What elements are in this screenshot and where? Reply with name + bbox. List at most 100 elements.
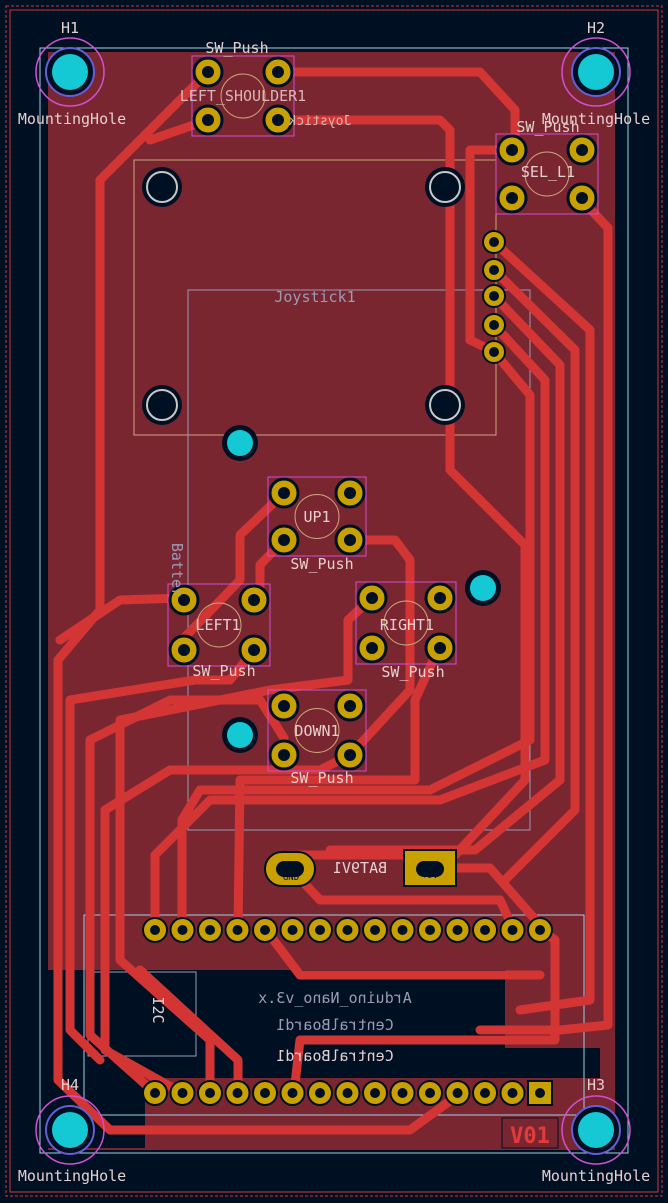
header-pin-hole — [480, 925, 490, 935]
switch-courtyard — [495, 133, 599, 215]
header-pin-hole — [480, 1088, 490, 1098]
h1-value: MountingHole — [18, 110, 126, 128]
switch-body — [524, 151, 570, 197]
battery-pads — [264, 849, 457, 887]
header-pin-hole — [425, 1088, 435, 1098]
switch-pad-hole — [576, 192, 588, 204]
switch-pad-hole — [366, 642, 378, 654]
switch-pad-hole — [434, 592, 446, 604]
switch-body — [196, 602, 242, 648]
switch-pad-hole — [272, 114, 284, 126]
header-pin-hole — [177, 925, 188, 935]
header-pin-hole — [370, 925, 380, 935]
switch-pad-hole — [178, 594, 190, 606]
header-pin-hole — [342, 925, 353, 935]
switch-pad-hole — [344, 700, 356, 712]
nano-bottom-header — [142, 1080, 553, 1106]
battery-side-label: Batter — [168, 543, 186, 597]
battery-ref: BAT9V1 — [333, 859, 387, 877]
switch-pads — [167, 55, 599, 772]
header-pin-hole — [232, 1088, 243, 1098]
h3-label: H3 — [587, 1076, 605, 1094]
nano-ref-fab: CentralBoard1 — [276, 1016, 393, 1034]
switch-pad-hole — [202, 66, 214, 78]
header-pin-hole — [150, 925, 160, 935]
nano-outline — [83, 914, 585, 1116]
switch-pad-hole — [344, 534, 356, 546]
fill-cutout-band — [90, 1048, 600, 1078]
vias — [222, 425, 501, 753]
header-pin-hole — [342, 1088, 353, 1098]
switch-body — [294, 494, 340, 539]
sel-l1-ref: SEL_L1 — [521, 163, 575, 181]
header-pin-hole — [425, 925, 435, 935]
h2-hole — [578, 54, 614, 90]
header-pin-hole — [232, 925, 243, 935]
switch-body — [383, 600, 429, 646]
switch-pad-hole — [506, 192, 518, 204]
switch-pad-hole — [434, 642, 446, 654]
header-pin-hole — [315, 925, 325, 935]
switch-pad-hole — [344, 749, 356, 761]
switch-pad-hole — [272, 66, 284, 78]
switch-pad-hole — [506, 144, 518, 156]
header-pin-hole — [507, 1088, 518, 1098]
h1-courtyard — [35, 37, 105, 107]
h4-label: H4 — [61, 1076, 79, 1094]
switch-body — [220, 73, 266, 119]
up1-value: SW_Push — [290, 555, 353, 573]
switch-body — [294, 708, 340, 753]
header-pin-hole — [507, 925, 518, 935]
header-pin-hole — [370, 1088, 380, 1098]
board-edge-inner — [9, 9, 659, 1193]
sel-l1-value: SW_Push — [516, 118, 579, 136]
header-pin-hole — [535, 1088, 545, 1098]
board-edge — [5, 5, 663, 1197]
left1-ref: LEFT1 — [195, 616, 240, 634]
h3-hole — [578, 1112, 614, 1148]
switch-courtyard — [167, 583, 271, 667]
switch-pad-hole — [278, 749, 290, 761]
h4-hole — [52, 1112, 88, 1148]
left-shoulder-ref: LEFT_SHOULDER1 — [180, 87, 306, 105]
joystick-holes — [142, 167, 465, 425]
h2-label: H2 — [587, 19, 605, 37]
h1-hole — [52, 54, 88, 90]
header-pin-hole — [287, 1088, 298, 1098]
down1-ref: DOWN1 — [294, 722, 339, 740]
left-shoulder-value: SW_Push — [205, 39, 268, 57]
switch-pad-hole — [202, 114, 214, 126]
header-pin-hole — [205, 1088, 215, 1098]
h3-value: MountingHole — [542, 1167, 650, 1185]
right1-ref: RIGHT1 — [380, 616, 434, 634]
header-pin-hole — [315, 1088, 325, 1098]
switch-courtyard — [191, 55, 295, 137]
header-pin-hole — [287, 925, 298, 935]
mounting-holes — [35, 37, 631, 1165]
h4-value: MountingHole — [18, 1167, 126, 1185]
left1-value: SW_Push — [192, 662, 255, 680]
header-pin-hole — [452, 925, 463, 935]
up1-ref: UP1 — [303, 508, 330, 526]
switch-pad-hole — [278, 700, 290, 712]
nano-value: Arduino_Nano_v3.x — [258, 989, 412, 1007]
right1-value: SW_Push — [381, 663, 444, 681]
fill-cutout-center — [145, 970, 505, 1048]
header-pin-hole — [397, 1088, 408, 1098]
header-pin-hole — [452, 1088, 463, 1098]
mirrored-joystick-label: Joystick — [289, 114, 352, 129]
keepout-outline — [39, 47, 629, 1154]
joystick-ref: Joystick1 — [274, 288, 355, 306]
nano-ref: CentralBoard1 — [276, 1047, 393, 1065]
switch-pad-hole — [178, 644, 190, 656]
header-pin-hole — [260, 925, 270, 935]
switch-pad-hole — [576, 144, 588, 156]
switch-pad-hole — [248, 594, 260, 606]
h1-label: H1 — [61, 19, 79, 37]
switch-courtyard — [267, 476, 367, 557]
switch-pad-hole — [278, 487, 290, 499]
switch-courtyard — [267, 689, 367, 772]
header-pin-hole — [260, 1088, 270, 1098]
switch-pad-hole — [278, 534, 290, 546]
